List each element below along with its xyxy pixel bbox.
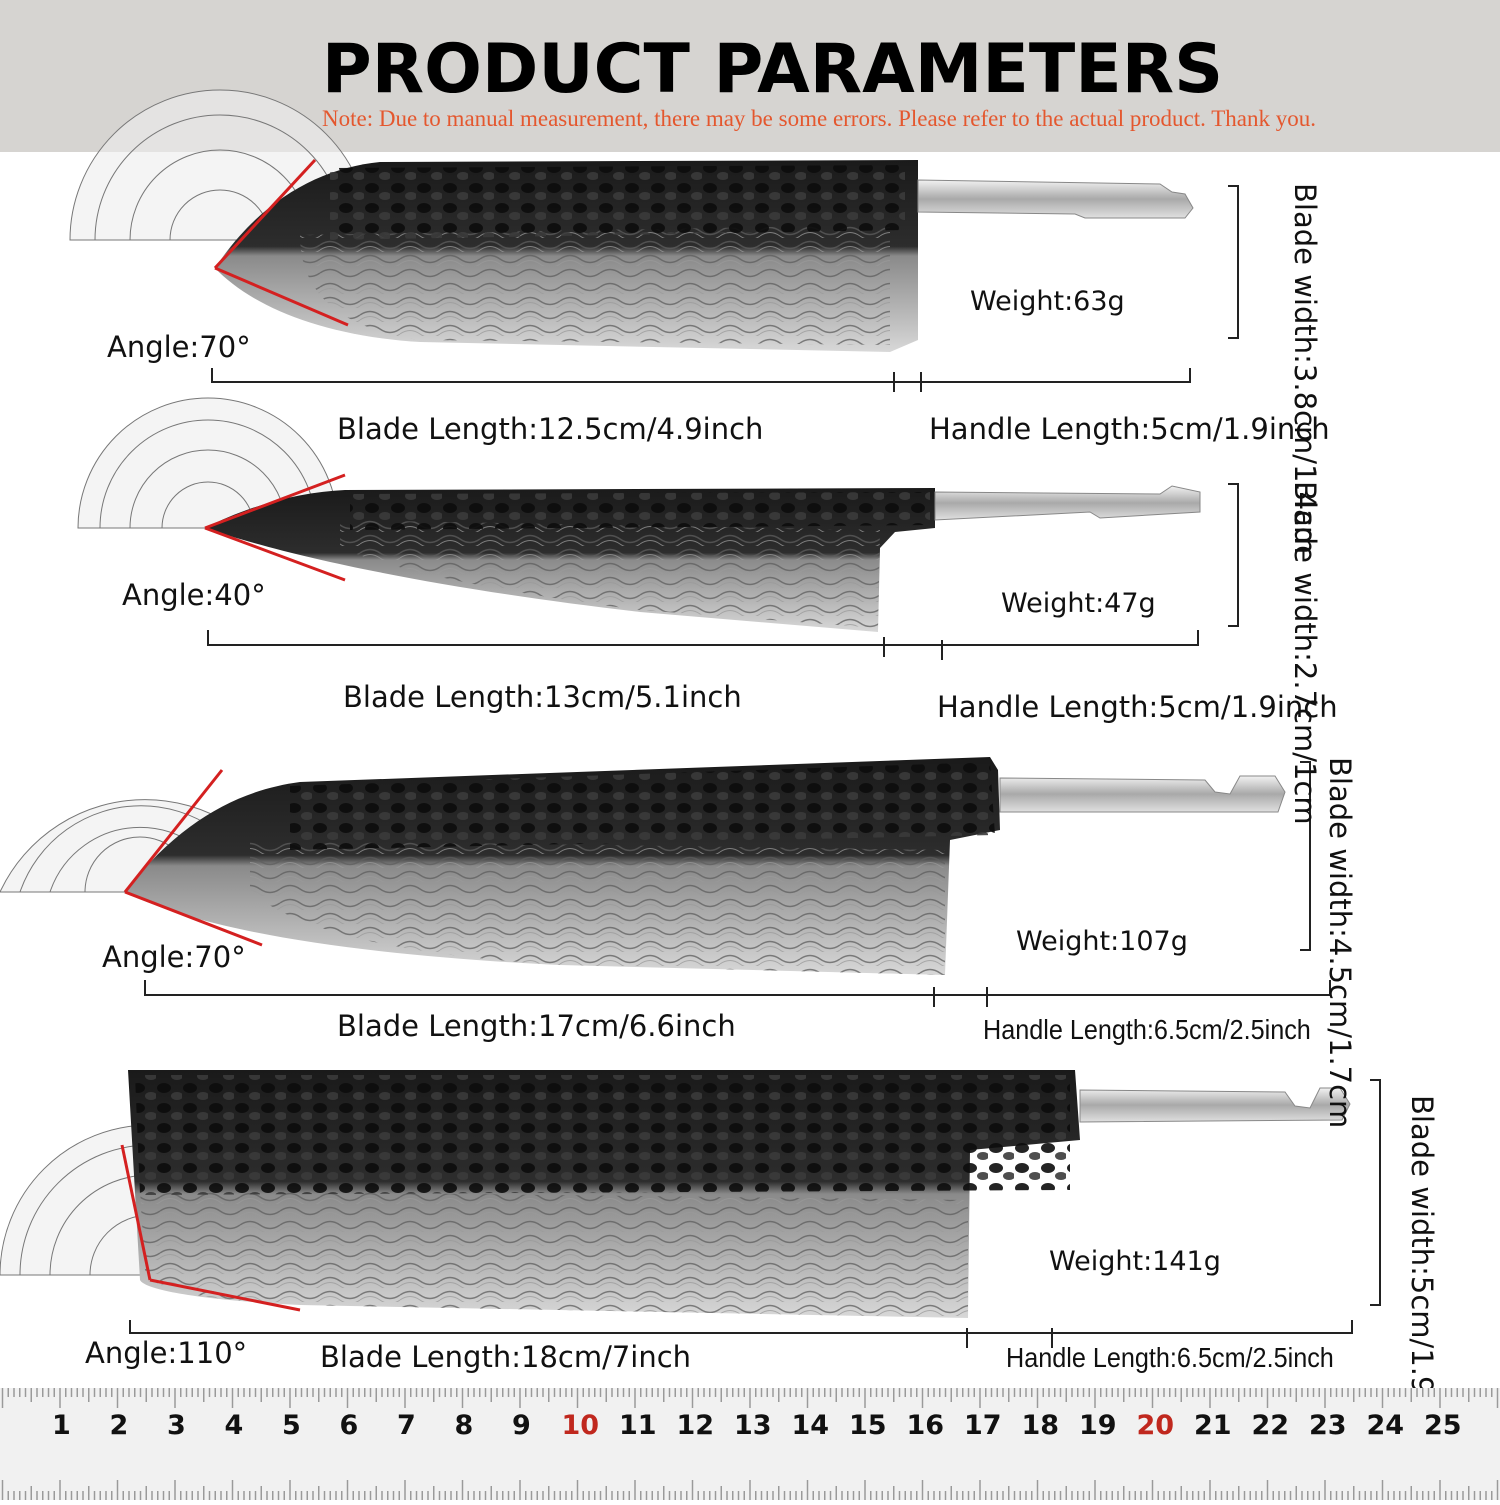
protractor-2 (77, 397, 339, 529)
ruler-number: 3 (167, 1410, 186, 1441)
handle-length-label-1: Handle Length:5cm/1.9inch (929, 412, 1330, 446)
ruler-number: 23 (1309, 1410, 1347, 1441)
knife-3 (0, 757, 1331, 1007)
blade-width-value-1: 3.8cm/1.4cm (1288, 363, 1322, 555)
angle-label-3: Angle:70° (102, 940, 246, 974)
weight-label-1: Weight:63g (970, 286, 1125, 317)
blade-width-label-1: Blade width:3.8cm/1.4cm (1285, 183, 1325, 554)
ruler (0, 1388, 1500, 1500)
ruler-number: 12 (676, 1410, 715, 1441)
ruler-number: 21 (1194, 1410, 1232, 1441)
ruler-number: 25 (1424, 1410, 1462, 1441)
ruler-number: 2 (109, 1410, 129, 1441)
handle-length-label-4: Handle Length:6.5cm/2.5inch (1006, 1342, 1334, 1373)
tang-1 (917, 179, 1194, 219)
blade-width-title-3: Blade width: (1323, 757, 1357, 938)
weight-label-2: Weight:47g (1001, 588, 1156, 619)
ruler-number: 22 (1251, 1410, 1290, 1441)
knife-illustrations (0, 89, 1381, 1348)
blade-width-title-1: Blade width: (1288, 183, 1322, 364)
knife-4 (0, 1070, 1381, 1348)
ruler-number: 4 (224, 1410, 244, 1441)
tang-4 (1079, 1087, 1351, 1123)
blade-width-value-3: 4.5cm/1.7cm (1323, 937, 1357, 1129)
ruler-number: 13 (734, 1410, 772, 1441)
ruler-number: 20 (1136, 1410, 1175, 1441)
ruler-number: 16 (906, 1410, 945, 1441)
ruler-number: 7 (397, 1410, 416, 1441)
blade-length-label-2: Blade Length:13cm/5.1inch (343, 680, 742, 714)
blade-width-title-2: Blade width: (1288, 481, 1322, 662)
measurement-note: Note: Due to manual measurement, there m… (322, 106, 1316, 131)
ruler-number: 9 (512, 1410, 531, 1441)
blade-width-value-2: 2.7cm/1cm (1288, 661, 1322, 825)
ruler-number: 18 (1021, 1410, 1060, 1441)
handle-length-label-2: Handle Length:5cm/1.9inch (937, 690, 1338, 724)
ruler-number: 15 (849, 1410, 887, 1441)
ruler-number: 1 (52, 1410, 71, 1441)
knife-1 (69, 89, 1239, 392)
angle-label-2: Angle:40° (122, 578, 266, 612)
blade-length-label-1: Blade Length:12.5cm/4.9inch (337, 412, 764, 446)
ruler-number: 19 (1079, 1410, 1117, 1441)
weight-label-4: Weight:141g (1049, 1246, 1221, 1277)
ruler-number: 8 (454, 1410, 474, 1441)
weight-label-3: Weight:107g (1016, 926, 1188, 957)
ruler-number: 14 (791, 1410, 830, 1441)
ruler-ticks (0, 1388, 1500, 1500)
blade-width-label-3: Blade width:4.5cm/1.7cm (1320, 757, 1360, 1128)
blade-length-label-4: Blade Length:18cm/7inch (320, 1340, 692, 1374)
ruler-number: 11 (619, 1410, 657, 1441)
ruler-number: 17 (964, 1410, 1002, 1441)
blade-width-title-4: Blade width: (1405, 1095, 1439, 1276)
ruler-number: 24 (1366, 1410, 1405, 1441)
ruler-number: 10 (561, 1410, 600, 1441)
ruler-number: 5 (282, 1410, 301, 1441)
page-title: PRODUCT PARAMETERS (321, 30, 1224, 109)
handle-length-label-3: Handle Length:6.5cm/2.5inch (983, 1014, 1311, 1045)
tang-3 (999, 775, 1286, 813)
blade-width-label-2: Blade width:2.7cm/1cm (1285, 481, 1325, 825)
knife-2 (77, 397, 1239, 660)
angle-label-4: Angle:110° (85, 1336, 248, 1370)
ruler-number: 6 (339, 1410, 359, 1441)
blade-length-label-3: Blade Length:17cm/6.6inch (337, 1009, 736, 1043)
tang-2 (934, 485, 1201, 521)
angle-label-1: Angle:70° (107, 330, 251, 364)
